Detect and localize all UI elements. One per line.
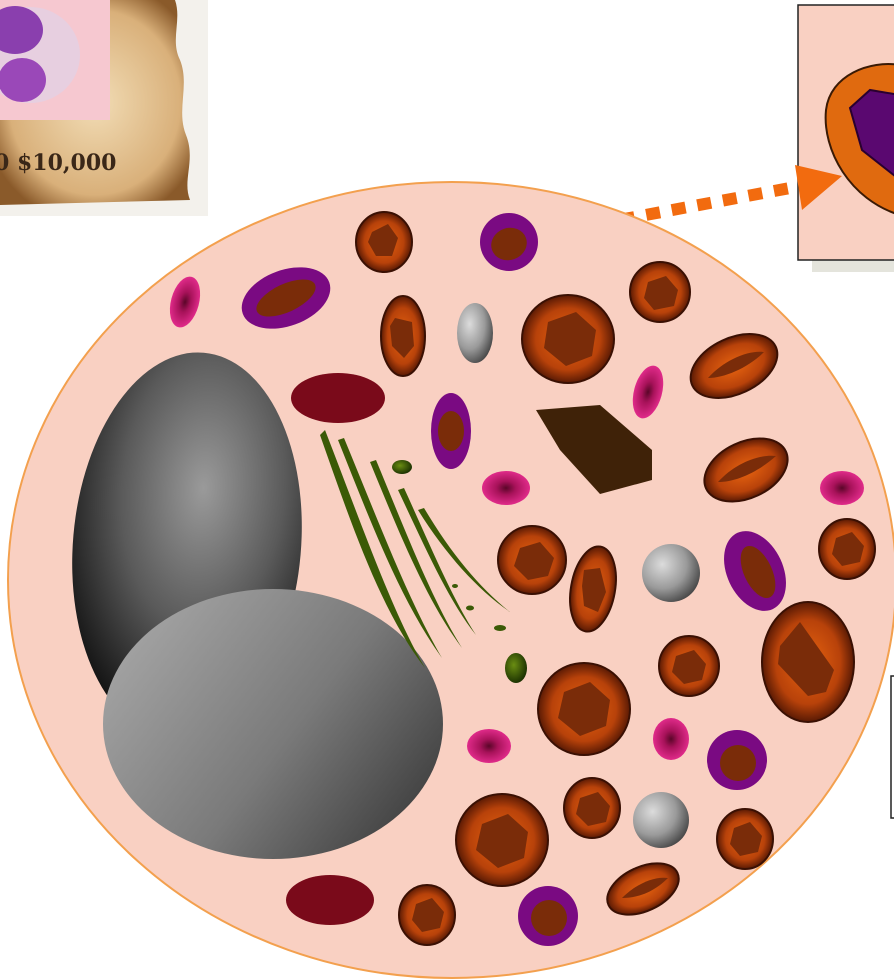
wanted-poster: 0 $10,000	[0, 0, 208, 216]
purple-granule-5-core	[720, 745, 756, 781]
vesicle-green-dot-3	[494, 625, 506, 631]
magenta-vesicle-5	[467, 729, 511, 763]
brown-granule-7	[498, 526, 566, 594]
dark-red-vesicle-1	[291, 373, 385, 423]
gray-granule-1	[457, 303, 493, 363]
purple-granule-3-core	[438, 411, 464, 451]
dark-red-vesicle-2	[286, 875, 374, 925]
magenta-vesicle-3	[482, 471, 530, 505]
brown-granule-10	[659, 636, 719, 696]
brown-granule-11	[762, 602, 854, 722]
brown-granule-2	[381, 296, 425, 376]
poster-reward-text: 0 $10,000	[0, 150, 116, 176]
brown-granule-12	[538, 663, 630, 755]
magenta-vesicle-6	[653, 718, 689, 760]
purple-granule-6-core	[531, 900, 567, 936]
vesicle-green-dot-1	[452, 584, 458, 588]
magenta-vesicle-4	[820, 471, 864, 505]
poster-photo-nucleus-bottom	[0, 58, 46, 102]
brown-granule-14	[456, 794, 548, 886]
brown-granule-4	[630, 262, 690, 322]
brown-granule-1	[356, 212, 412, 272]
vesicle-green-2	[505, 653, 527, 683]
gray-granule-2	[642, 544, 700, 602]
vesicle-green-dot-2	[466, 606, 474, 611]
nucleus-lobe-front	[103, 589, 443, 859]
vesicle-green-1	[392, 460, 412, 474]
brown-granule-17	[399, 885, 455, 945]
zoomed-granule-inset	[798, 5, 894, 272]
brown-granule-13	[564, 778, 620, 838]
brown-granule-9	[819, 519, 875, 579]
brown-granule-15	[717, 809, 773, 869]
brown-granule-3	[522, 295, 614, 383]
gray-granule-3	[633, 792, 689, 848]
